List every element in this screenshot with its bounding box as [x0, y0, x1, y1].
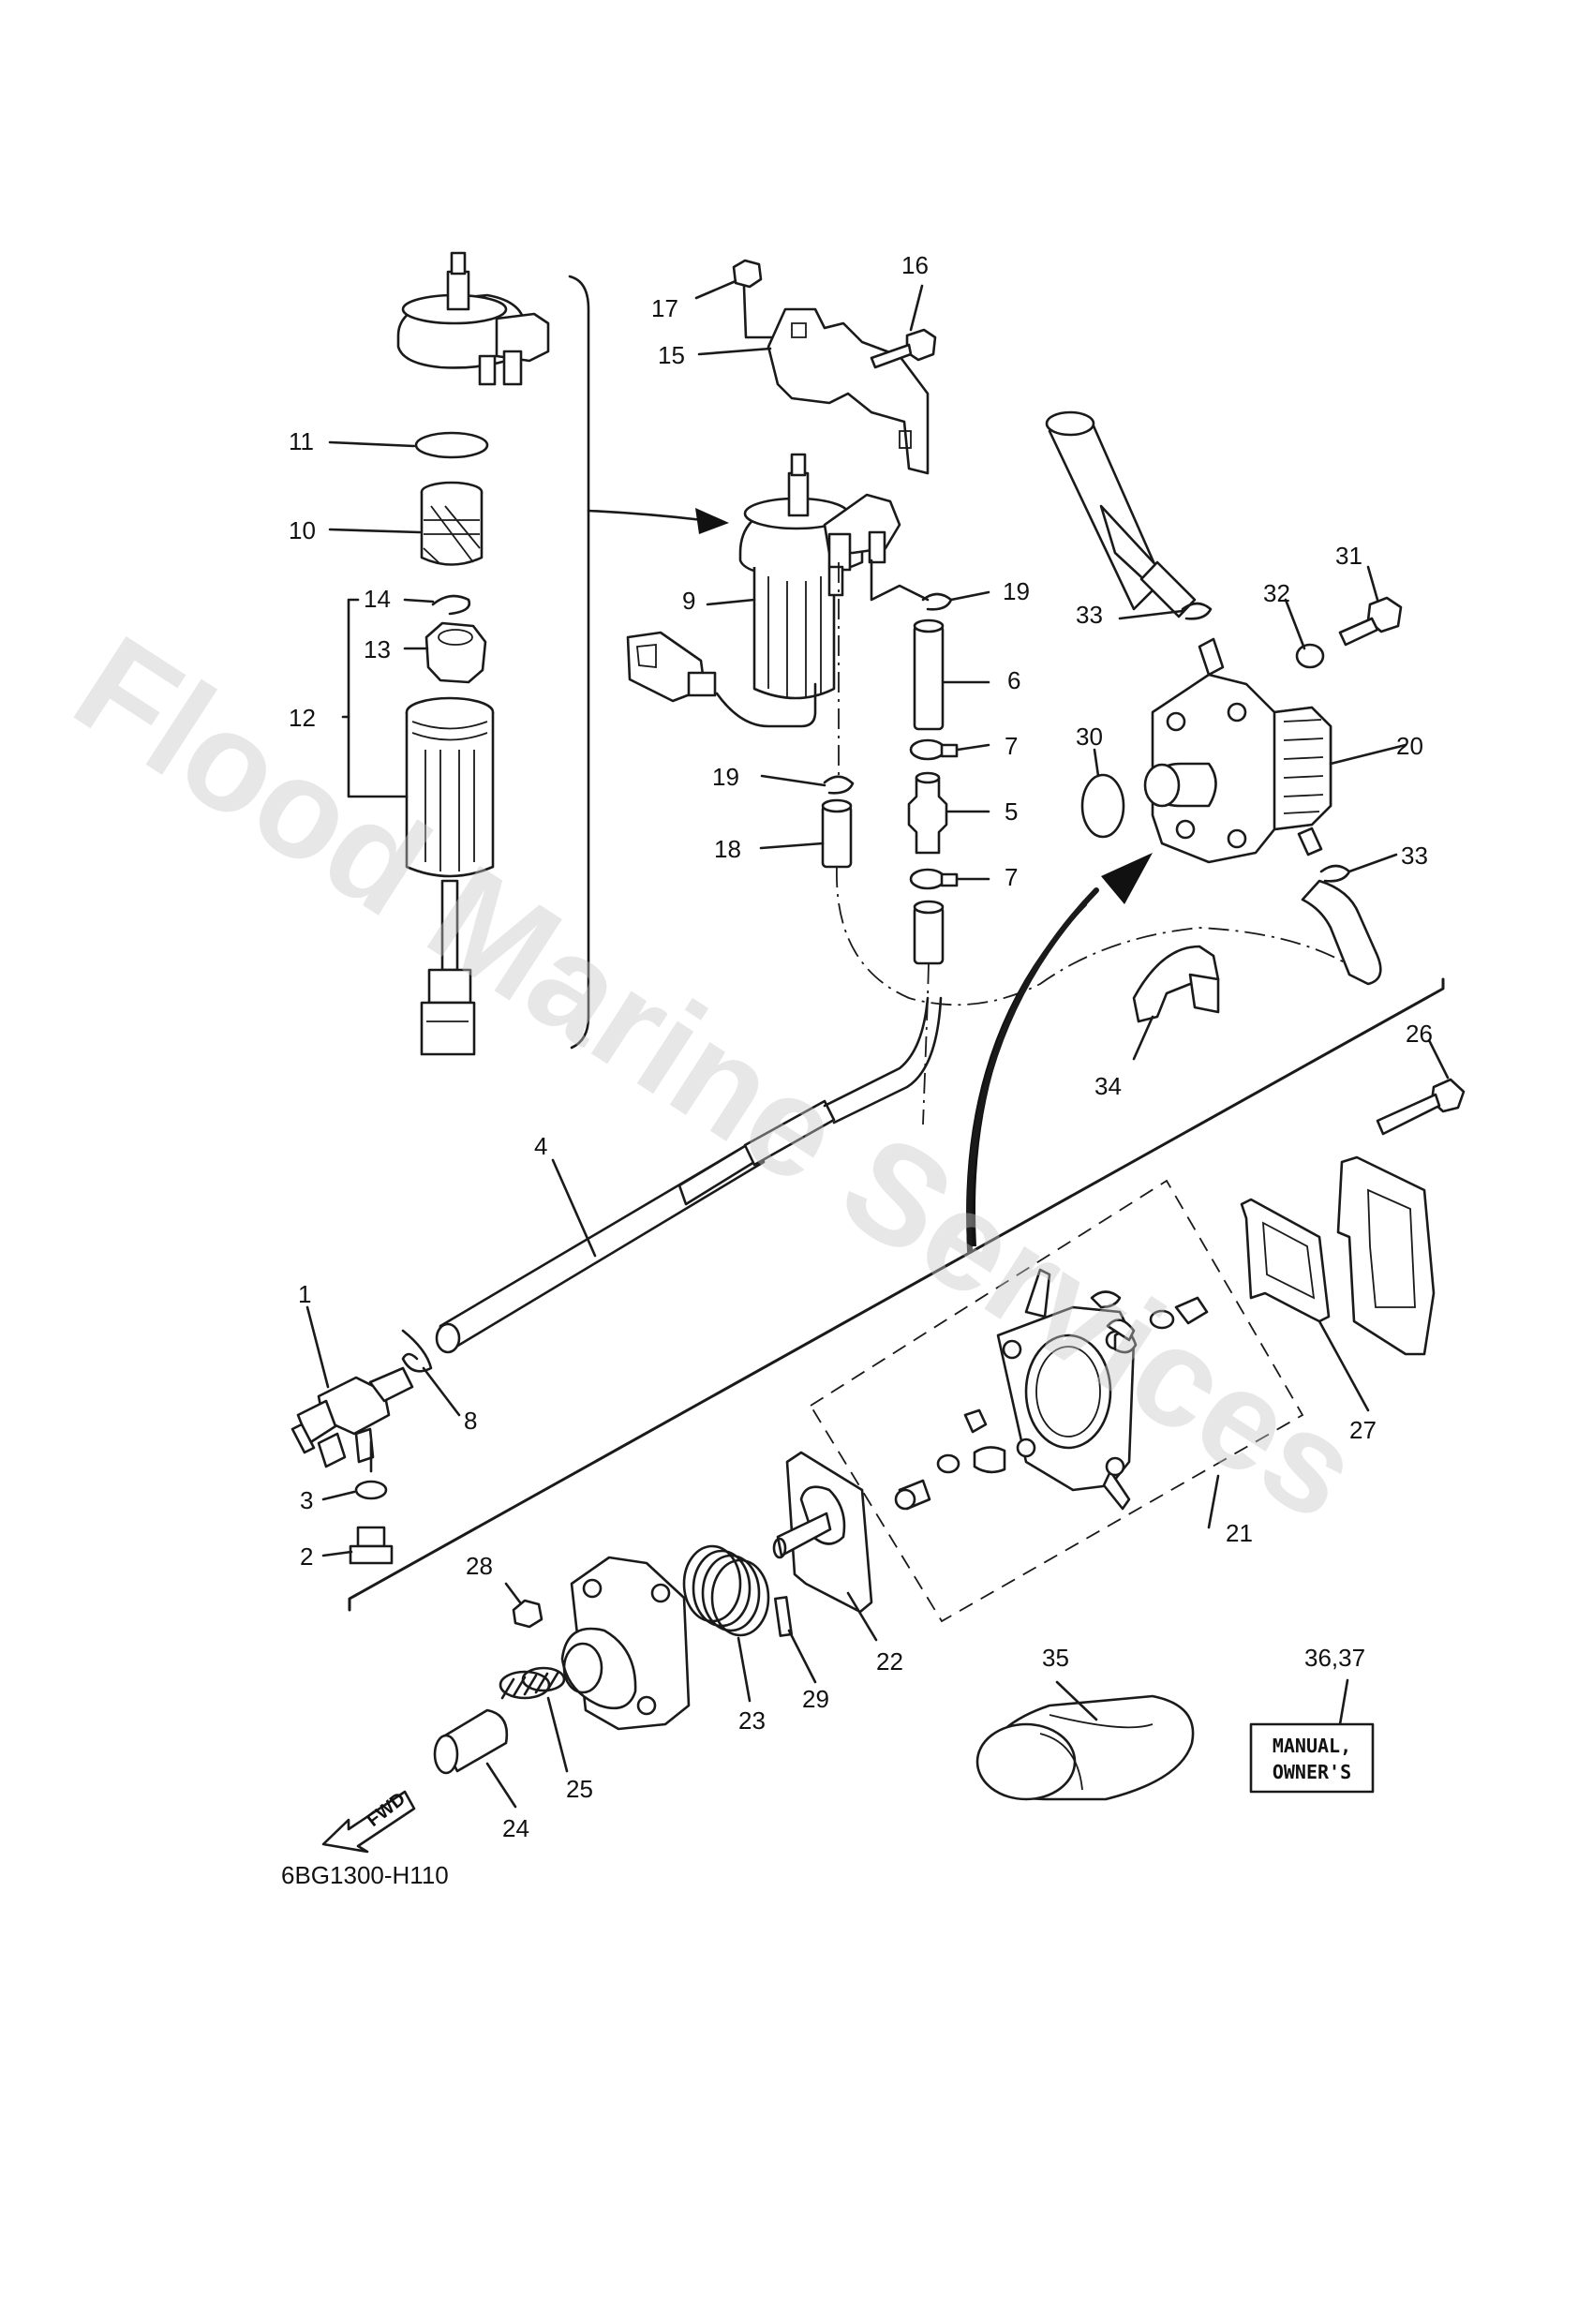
callout-4: 4	[534, 1132, 547, 1160]
callout-21: 21	[1226, 1519, 1253, 1547]
lower-housing-group	[433, 1038, 1466, 1809]
callout-24: 24	[502, 1814, 529, 1842]
fwd-arrow: FWD	[321, 1789, 416, 1854]
callout-26: 26	[1406, 1020, 1433, 1048]
callout-7b: 7	[1005, 863, 1018, 891]
callout-33a: 33	[1076, 601, 1103, 629]
callout-8: 8	[464, 1407, 477, 1435]
callout-19b: 19	[712, 763, 739, 791]
callout-15: 15	[658, 341, 685, 369]
callout-22: 22	[876, 1647, 903, 1676]
callout-1: 1	[298, 1280, 311, 1308]
callout-10: 10	[289, 516, 316, 544]
callout-17: 17	[651, 294, 678, 322]
fuel-hose-group	[290, 996, 943, 1565]
callout-34: 34	[1094, 1072, 1122, 1100]
callout-35: 35	[1042, 1644, 1069, 1672]
callouts: 1 2 3 4 5 6 7 7 8 9 10 11 12 13 14 15 16…	[289, 251, 1433, 1842]
callout-11: 11	[289, 427, 314, 455]
callout-30: 30	[1076, 723, 1103, 751]
section-divider	[348, 977, 1445, 1612]
callout-23: 23	[738, 1706, 766, 1735]
callout-16: 16	[901, 251, 929, 279]
callout-31: 31	[1335, 542, 1362, 570]
callout-29: 29	[802, 1685, 829, 1713]
callout-14: 14	[364, 585, 391, 613]
diagram-code: 6BG1300-H110	[281, 1861, 449, 1889]
manual-plate-line1: MANUAL,	[1273, 1735, 1351, 1757]
manual-plate-line2: OWNER'S	[1273, 1761, 1351, 1783]
filter-assembly-group	[626, 259, 1350, 1125]
callout-32: 32	[1263, 579, 1290, 607]
callout-28: 28	[466, 1552, 493, 1580]
filter-exploded-group	[328, 251, 729, 1056]
callout-20: 20	[1396, 732, 1423, 760]
fuel-pump-group	[966, 410, 1407, 1254]
callout-7a: 7	[1005, 732, 1018, 760]
callout-3: 3	[300, 1486, 313, 1514]
callout-19a: 19	[1003, 577, 1030, 605]
callout-6: 6	[1007, 666, 1020, 694]
accessory-group	[975, 1678, 1375, 1801]
callout-25: 25	[566, 1775, 593, 1803]
callout-5: 5	[1005, 797, 1018, 826]
callout-9: 9	[682, 587, 695, 615]
callout-13: 13	[364, 635, 391, 663]
callout-36-37: 36,37	[1304, 1644, 1365, 1672]
callout-27: 27	[1349, 1416, 1377, 1444]
callout-2: 2	[300, 1542, 313, 1571]
callout-33b: 33	[1401, 842, 1428, 870]
callout-18: 18	[714, 835, 741, 863]
callout-12: 12	[289, 704, 316, 732]
